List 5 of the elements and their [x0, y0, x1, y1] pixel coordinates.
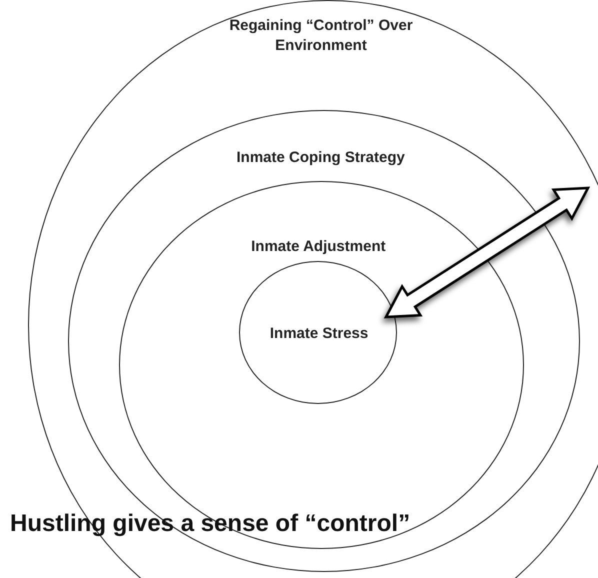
- double-arrow: [384, 186, 590, 318]
- ring-label: Inmate Adjustment: [250, 237, 387, 258]
- ring-label: Inmate Stress: [268, 324, 370, 344]
- ring-label: Regaining “Control” Over Environment: [228, 16, 414, 56]
- ring-label: Inmate Coping Strategy: [236, 148, 406, 168]
